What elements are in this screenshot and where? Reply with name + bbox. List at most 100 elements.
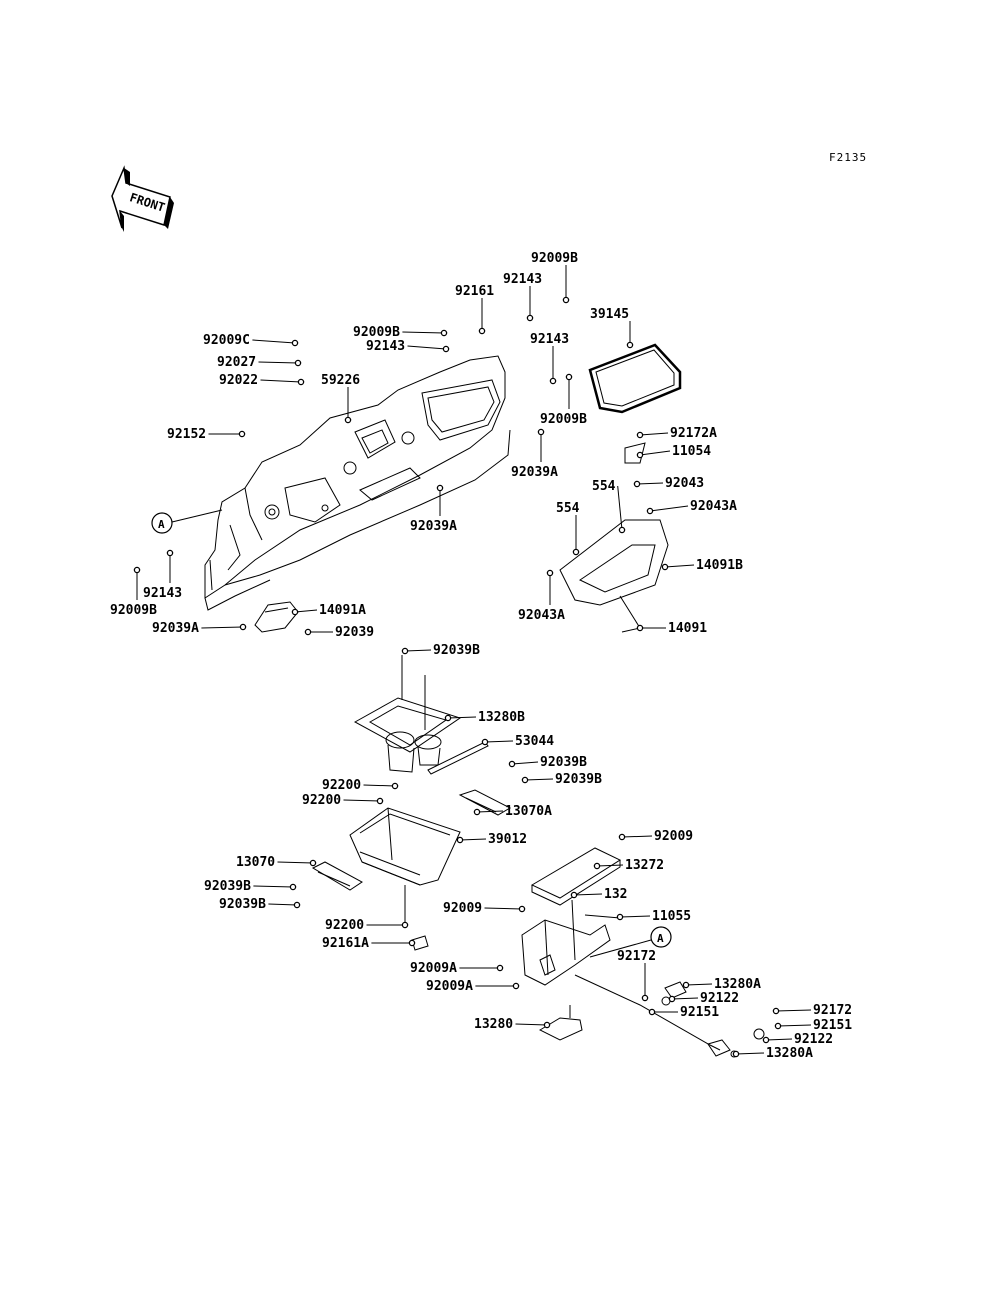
part-label-92043: 92043 — [665, 476, 704, 491]
glove-box-door — [559, 442, 669, 633]
part-label-92039a: 92039A — [511, 465, 558, 480]
part-marker — [291, 339, 299, 347]
part-label-92161a: 92161A — [322, 936, 369, 951]
part-label-92143: 92143 — [530, 332, 569, 347]
part-label-92039b: 92039B — [219, 897, 266, 912]
leader-line — [639, 450, 671, 456]
leader-line — [596, 864, 624, 867]
part-label-92027: 92027 — [217, 355, 256, 370]
leader-line — [685, 983, 713, 986]
part-marker — [401, 921, 409, 929]
callout-a-upper: A — [151, 509, 223, 534]
part-label-92172a: 92172A — [670, 426, 717, 441]
part-marker — [636, 431, 644, 439]
part-marker — [478, 327, 486, 335]
part-marker — [641, 994, 649, 1002]
part-label-13070a: 13070A — [505, 804, 552, 819]
part-marker — [239, 623, 247, 631]
part-label-132: 132 — [604, 887, 627, 902]
leader-line — [343, 799, 381, 802]
part-label-92122: 92122 — [700, 991, 739, 1006]
part-label-92039b: 92039B — [433, 643, 480, 658]
leader-line — [524, 778, 554, 781]
part-marker — [636, 451, 644, 459]
part-label-13280: 13280 — [474, 1017, 513, 1032]
leader-line — [402, 331, 445, 334]
part-label-92009b: 92009B — [540, 412, 587, 427]
part-marker — [521, 776, 529, 784]
hinge-parts — [661, 981, 765, 1058]
part-marker — [444, 714, 452, 722]
leader-line — [636, 482, 664, 485]
part-label-13280a: 13280A — [766, 1046, 813, 1061]
part-marker — [508, 760, 516, 768]
callout-a-lower-letter: A — [657, 932, 664, 945]
part-marker — [648, 1008, 656, 1016]
part-marker — [565, 373, 573, 381]
part-label-92039b: 92039B — [555, 772, 602, 787]
part-marker — [772, 1007, 780, 1015]
leader-line — [649, 505, 689, 512]
leader-line — [404, 649, 432, 652]
part-marker — [518, 905, 526, 913]
part-marker — [376, 797, 384, 805]
leader-line — [639, 432, 669, 436]
part-marker — [762, 1036, 770, 1044]
front-arrow-icon: FRONT — [111, 165, 174, 232]
part-marker — [304, 628, 312, 636]
part-marker — [562, 296, 570, 304]
part-label-92039a: 92039A — [410, 519, 457, 534]
leader-line — [621, 835, 653, 838]
leader-line — [775, 1009, 812, 1012]
part-marker — [291, 608, 299, 616]
part-marker — [616, 913, 624, 921]
part-label-92009a: 92009A — [426, 979, 473, 994]
leader-line — [777, 1024, 812, 1027]
part-marker — [133, 566, 141, 574]
part-label-92009a: 92009A — [410, 961, 457, 976]
bracket-13280 — [538, 1005, 583, 1041]
part-label-92200: 92200 — [325, 918, 364, 933]
rail-13070 — [311, 861, 363, 891]
part-marker — [496, 964, 504, 972]
part-marker — [442, 345, 450, 353]
part-label-13070: 13070 — [236, 855, 275, 870]
callout-a-upper-letter: A — [158, 518, 165, 531]
part-marker — [774, 1022, 782, 1030]
leader-line — [476, 810, 504, 813]
part-label-59226: 59226 — [321, 373, 360, 388]
leader-line — [484, 740, 514, 743]
part-label-92009b: 92009B — [353, 325, 400, 340]
part-label-13280b: 13280B — [478, 710, 525, 725]
part-marker — [344, 416, 352, 424]
part-label-92151: 92151 — [813, 1018, 852, 1033]
part-marker — [294, 359, 302, 367]
part-label-92143: 92143 — [143, 586, 182, 601]
part-marker — [572, 548, 580, 556]
part-label-92043a: 92043A — [518, 608, 565, 623]
part-label-92009c: 92009C — [203, 333, 250, 348]
part-marker — [512, 982, 520, 990]
part-label-92009b: 92009B — [531, 251, 578, 266]
leader-line — [407, 345, 447, 350]
part-label-92009: 92009 — [443, 901, 482, 916]
part-label-53044: 53044 — [515, 734, 554, 749]
part-label-13272: 13272 — [625, 858, 664, 873]
leader-line — [484, 907, 523, 910]
part-marker — [481, 738, 489, 746]
part-marker — [440, 329, 448, 337]
part-marker — [682, 981, 690, 989]
part-marker — [732, 1050, 740, 1058]
part-label-14091a: 14091A — [319, 603, 366, 618]
part-label-92039b: 92039B — [540, 755, 587, 770]
part-label-92039: 92039 — [335, 625, 374, 640]
part-marker — [633, 480, 641, 488]
strip-53044 — [427, 741, 489, 775]
leader-line — [617, 485, 623, 531]
leader-line — [573, 893, 603, 896]
part-marker — [309, 859, 317, 867]
part-label-92022: 92022 — [219, 373, 258, 388]
part-marker — [289, 883, 297, 891]
